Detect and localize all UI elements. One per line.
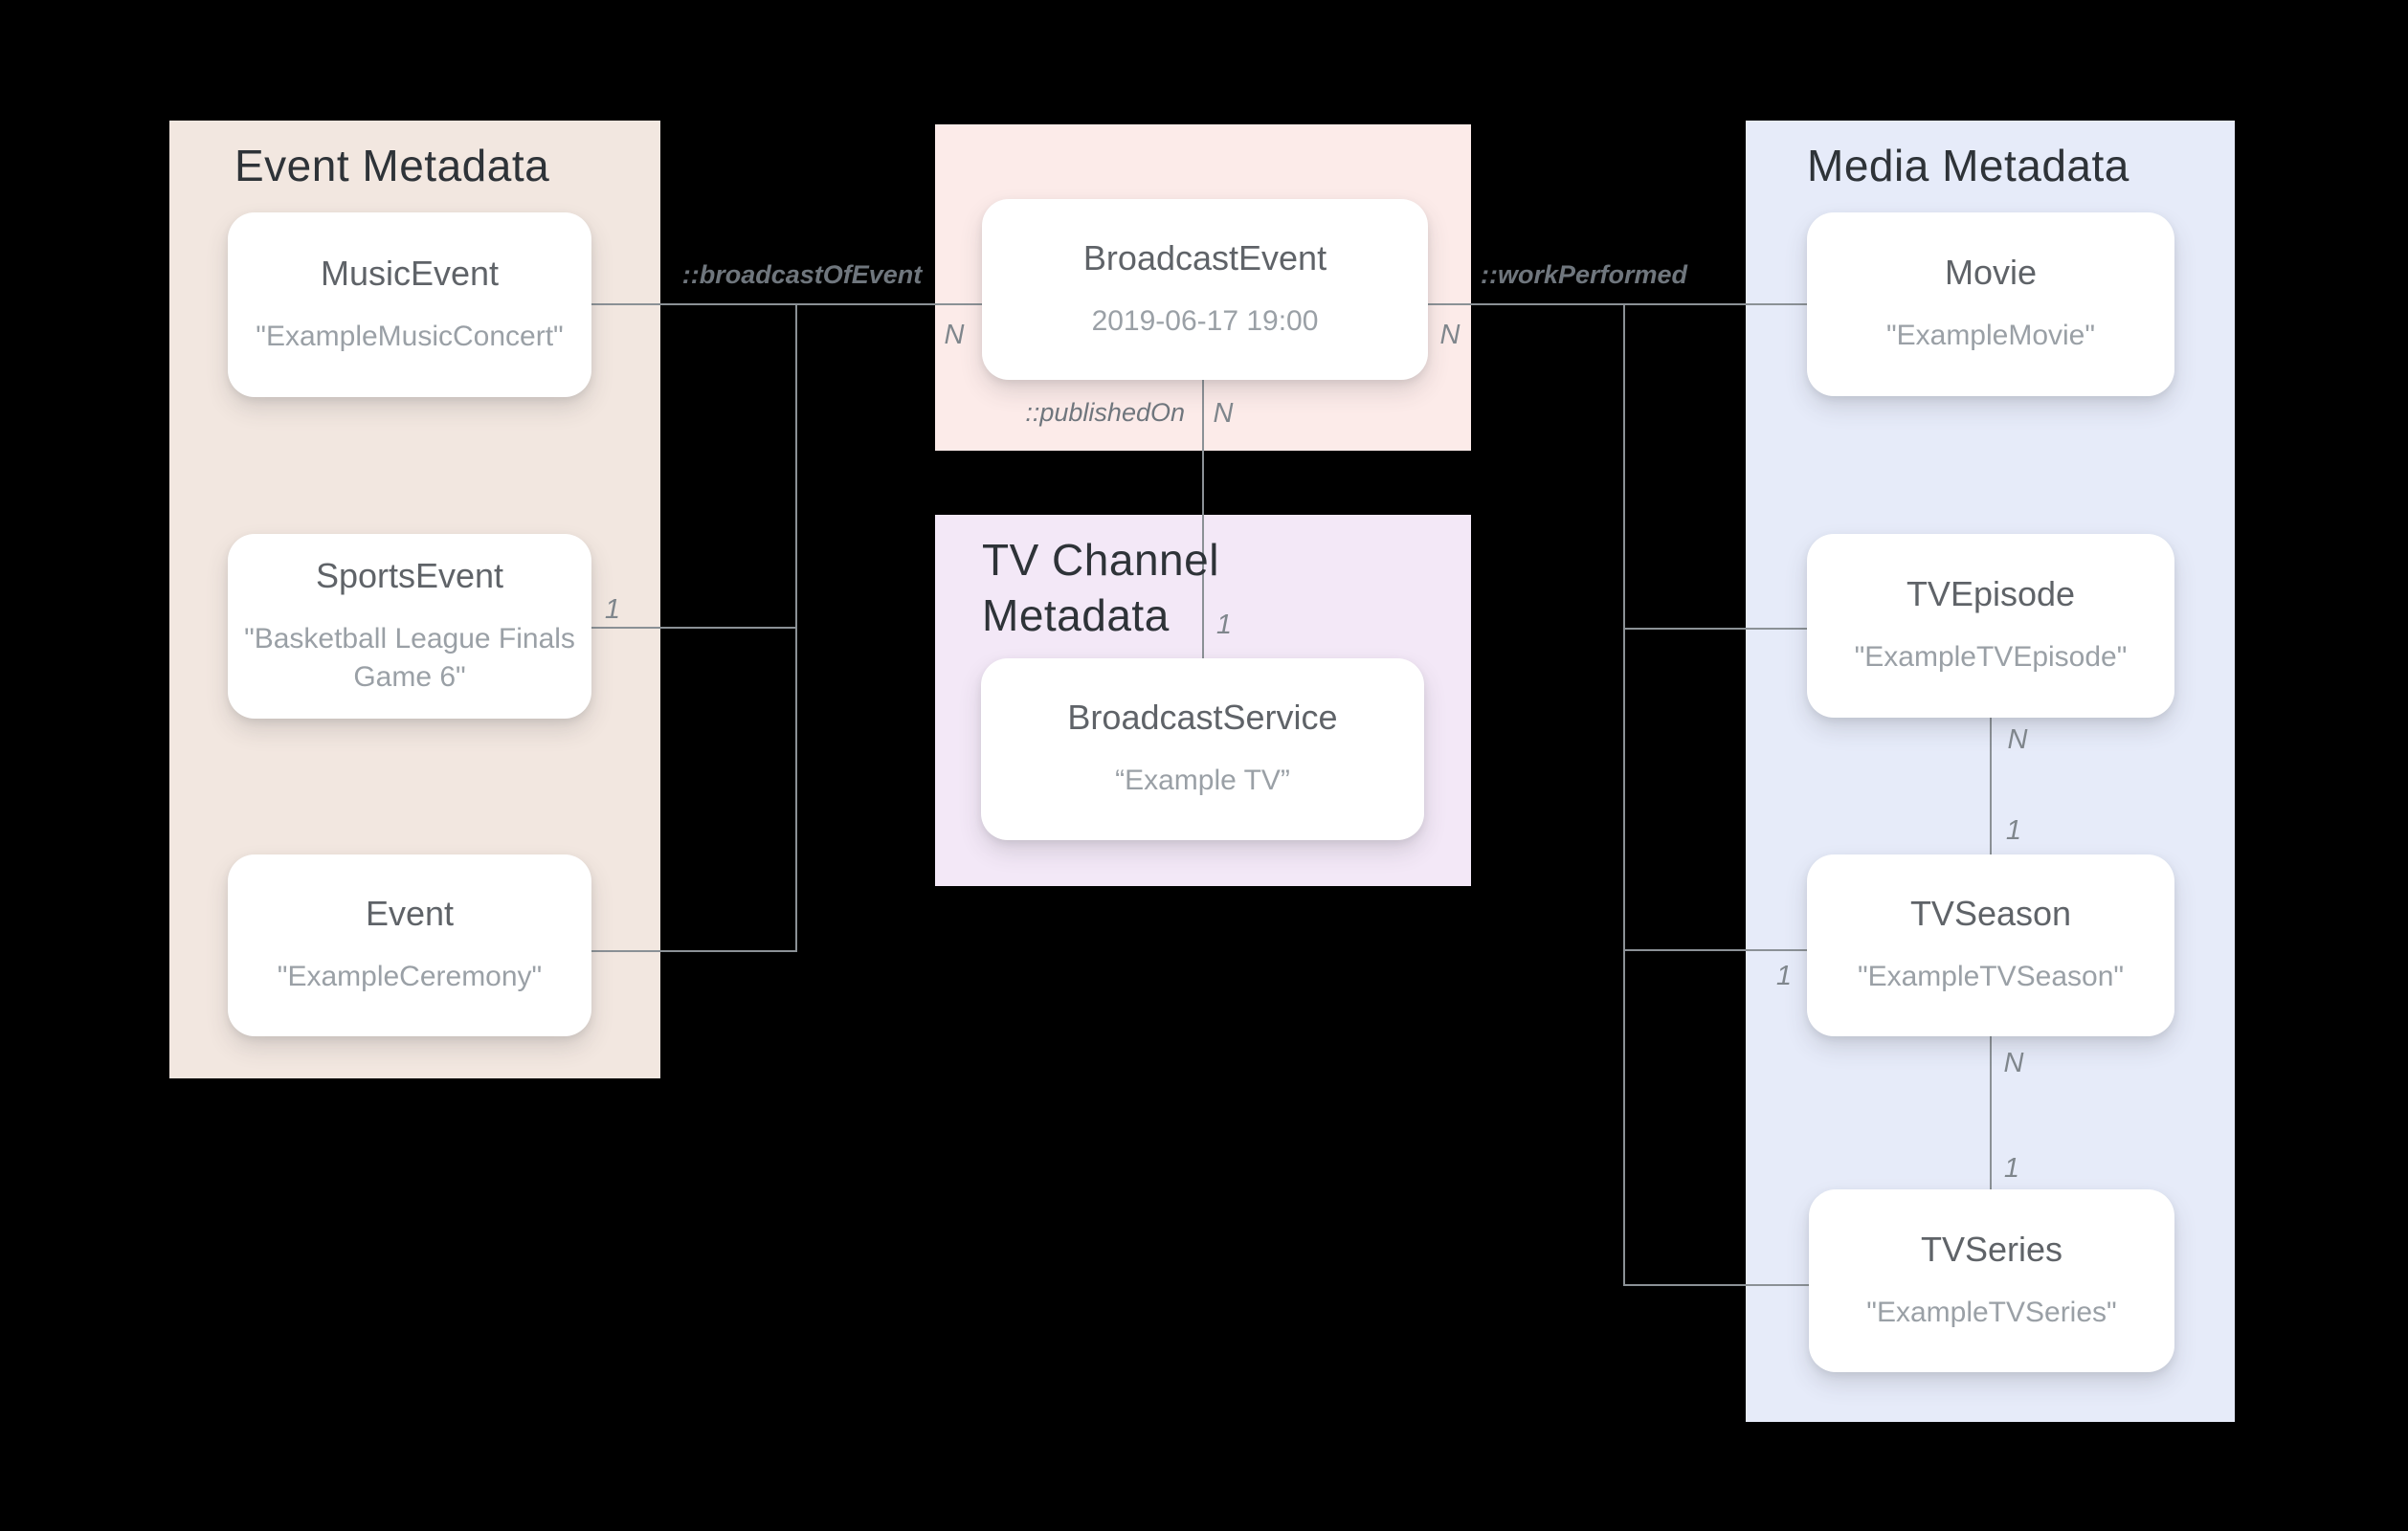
- cardinality-broadcastservice-1: 1: [1215, 610, 1233, 640]
- tvepisode-title: TVEpisode: [1906, 574, 2076, 613]
- event-value: "ExampleCeremony": [277, 961, 543, 992]
- connector-tvseries-branch: [1623, 1284, 1809, 1286]
- tvseries-title: TVSeries: [1920, 1229, 2063, 1269]
- cardinality-episode-season-n: N: [2007, 724, 2028, 755]
- connector-tvseason-branch: [1623, 949, 1807, 951]
- event-title: Event: [365, 894, 455, 933]
- musicevent-value: "ExampleMusicConcert": [256, 320, 564, 352]
- tvseason-title: TVSeason: [1909, 894, 2072, 933]
- tvepisode-node: TVEpisode "ExampleTVEpisode": [1807, 534, 2174, 718]
- cardinality-workperformed-n: N: [1439, 320, 1460, 350]
- cardinality-season-series-1: 1: [2003, 1153, 2020, 1184]
- tvseries-value: "ExampleTVSeries": [1866, 1296, 2117, 1328]
- cardinality-sportsevent-1: 1: [604, 594, 621, 625]
- cardinality-season-series-n: N: [2003, 1048, 2024, 1078]
- cardinality-broadcastofevent-n: N: [944, 320, 965, 350]
- sportsevent-node: SportsEvent "Basketball League Finals Ga…: [228, 534, 591, 719]
- cardinality-episode-season-1: 1: [2005, 815, 2022, 846]
- publishedon-edge-label: ::publishedOn: [1025, 398, 1185, 427]
- broadcastservice-node: BroadcastService “Example TV”: [981, 658, 1424, 840]
- musicevent-node: MusicEvent "ExampleMusicConcert": [228, 212, 591, 397]
- cardinality-publishedon-n: N: [1213, 398, 1234, 429]
- movie-value: "ExampleMovie": [1885, 320, 2096, 351]
- sportsevent-title: SportsEvent: [315, 555, 504, 595]
- connector-sportsevent-branch: [591, 627, 797, 629]
- broadcastevent-title: BroadcastEvent: [1082, 237, 1327, 277]
- broadcastservice-title: BroadcastService: [1067, 698, 1338, 737]
- tv-channel-metadata-title: TV Channel Metadata: [982, 535, 1219, 640]
- tvseason-value: "ExampleTVSeason": [1857, 961, 2125, 992]
- connector-publishedon: [1202, 380, 1204, 658]
- connector-right-trunk: [1623, 303, 1625, 1286]
- movie-node: Movie "ExampleMovie": [1807, 212, 2174, 396]
- workperformed-edge-label: ::workPerformed: [1480, 260, 1688, 289]
- connector-broadcastevent-movie: [1428, 303, 1807, 305]
- musicevent-title: MusicEvent: [320, 253, 500, 293]
- tvseason-node: TVSeason "ExampleTVSeason": [1807, 854, 2174, 1036]
- broadcastservice-value: “Example TV”: [1115, 765, 1290, 796]
- cardinality-tvseason-branch-1: 1: [1775, 961, 1793, 991]
- connector-tvepisode-tvseason: [1990, 718, 1992, 854]
- broadcastevent-value: 2019-06-17 19:00: [1091, 304, 1319, 337]
- broadcastofevent-edge-label: ::broadcastOfEvent: [681, 260, 923, 289]
- connector-event-branch: [591, 950, 797, 952]
- broadcastevent-node: BroadcastEvent 2019-06-17 19:00: [982, 199, 1428, 380]
- tvseries-node: TVSeries "ExampleTVSeries": [1809, 1189, 2174, 1372]
- connector-tvepisode-branch: [1623, 628, 1807, 630]
- media-metadata-title: Media Metadata: [1807, 141, 2129, 190]
- sportsevent-value: "Basketball League Finals Game 6": [244, 622, 575, 693]
- connector-musicevent-broadcastevent: [591, 303, 982, 305]
- event-node: Event "ExampleCeremony": [228, 854, 591, 1036]
- event-metadata-title: Event Metadata: [234, 141, 550, 190]
- tvepisode-value: "ExampleTVEpisode": [1854, 641, 2128, 673]
- connector-tvseason-tvseries: [1990, 1036, 1992, 1189]
- movie-title: Movie: [1944, 253, 2038, 292]
